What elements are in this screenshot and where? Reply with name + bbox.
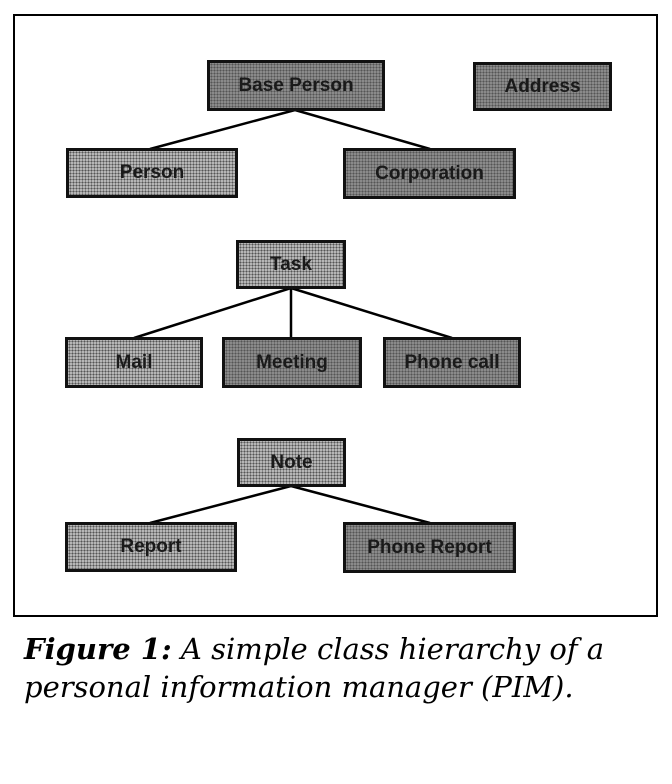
node-mail: Mail [65,337,203,388]
node-phone-report: Phone Report [343,522,516,573]
edge-task-mail [133,286,292,340]
edge-base-person-corporation [294,108,431,151]
node-report: Report [65,522,237,572]
node-corporation: Corporation [343,148,516,199]
node-meeting: Meeting [222,337,362,388]
diagram-frame [13,14,658,617]
edge-note-phone-report [290,484,431,525]
node-phone-call: Phone call [383,337,521,388]
node-task: Task [236,240,346,289]
edge-base-person-person [149,108,296,151]
edge-task-phone-call [290,286,453,340]
caption-label: Figure 1: [24,632,172,666]
node-address: Address [473,62,612,111]
node-note: Note [237,438,346,487]
edge-note-report [149,484,292,525]
node-person: Person [66,148,238,198]
figure-caption: Figure 1: A simple class hierarchy of a … [24,630,654,706]
node-base-person: Base Person [207,60,385,111]
caption-text: A simple class hierarchy of a personal i… [24,632,605,704]
